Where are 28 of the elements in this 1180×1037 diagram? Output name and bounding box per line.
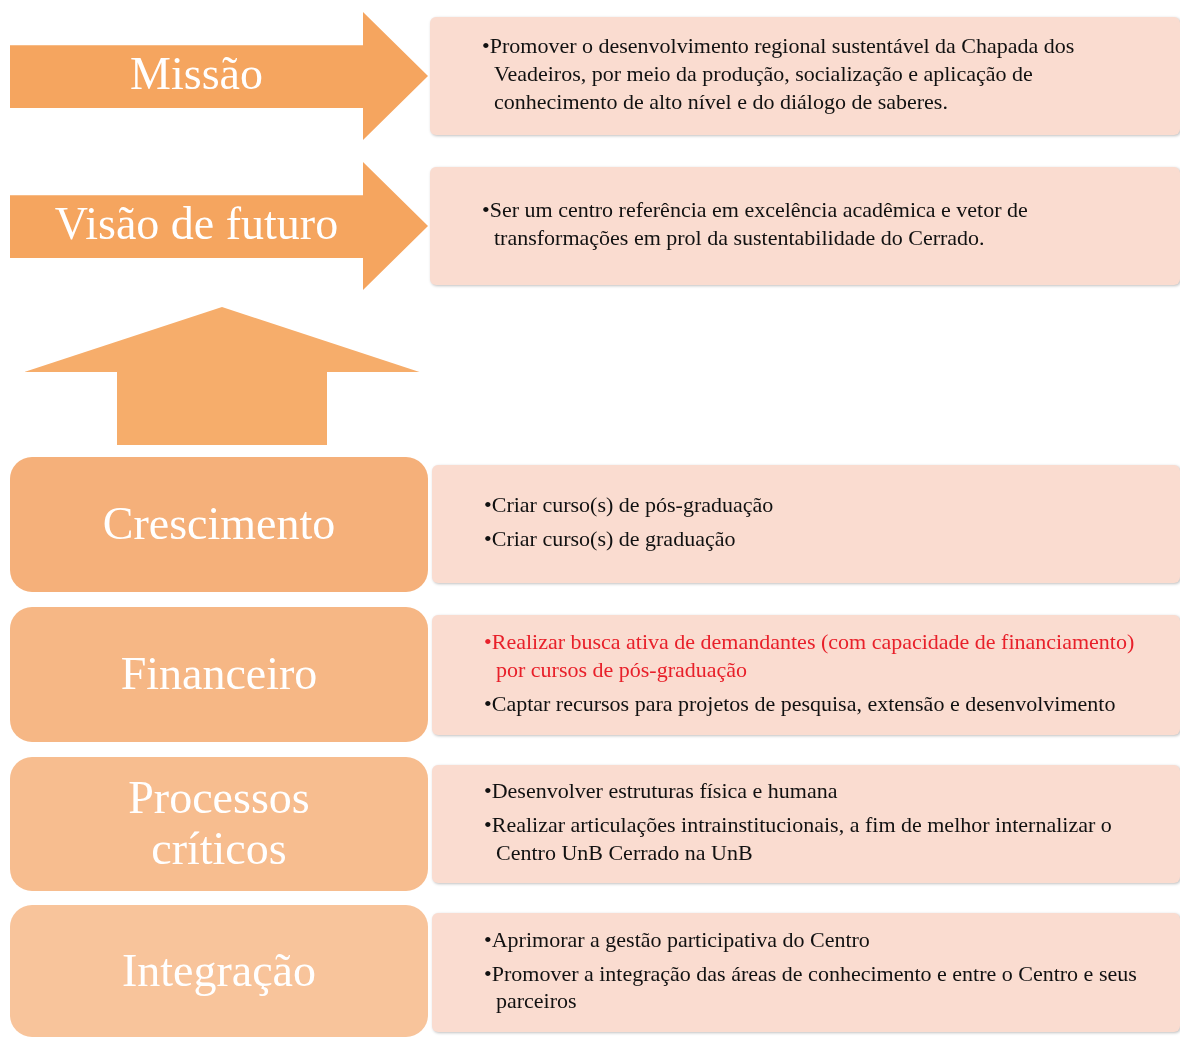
bullet-item: •Promover a integração das áreas de conhecimento e entre o Centro e seus parceiros [484,959,1138,1016]
bullet-item: •Ser um centro referência em excelência acadêmica e vetor de transformações em prol da sustentabilidade do Cerrado. [482,196,1029,252]
bullet-item: •Captar recursos para projetos de pesquisa, extensão e desenvolvimento [484,689,1117,718]
bullet-item: •Realizar articulações intrainstitucionais, a fim de melhor internalizar o Centro UnB Cerrado na UnB [484,811,1113,867]
bullet-item: •Criar curso(s) de pós-graduação [484,491,775,519]
arrow-banner [10,162,428,290]
banner-label: Visão de futuro [53,199,340,250]
bullet-item: •Aprimorar a gestão participativa do Centro [484,925,871,954]
text-panel [430,17,1180,135]
text-panel [430,167,1180,285]
category-label: Integração [120,945,318,997]
text-panel [432,765,1180,883]
category-label: Processos críticos [127,773,311,875]
text-panel [432,465,1180,583]
bullet-item: •Criar curso(s) de graduação [484,525,737,553]
category-box [10,757,428,891]
banner-label: Missão [129,49,264,100]
category-box [10,607,428,742]
category-box [10,457,428,592]
text-panel [432,615,1180,735]
arrow-banner [10,12,428,140]
bullet-item: •Desenvolver estruturas física e humana [484,777,839,806]
category-box [10,905,428,1037]
bullet-item: •Promover o desenvolvimento regional sustentável da Chapada dos Veadeiros, por meio da produção, socialização e aplicação de conhecimento de alto nível e do diálogo de saberes. [482,32,1076,116]
text-panel [432,913,1180,1032]
bullet-item: •Realizar busca ativa de demandantes (com capacidade de financiamento) por cursos de pós-graduação [484,628,1136,684]
category-label: Crescimento [101,499,337,550]
category-label: Financeiro [119,649,319,700]
